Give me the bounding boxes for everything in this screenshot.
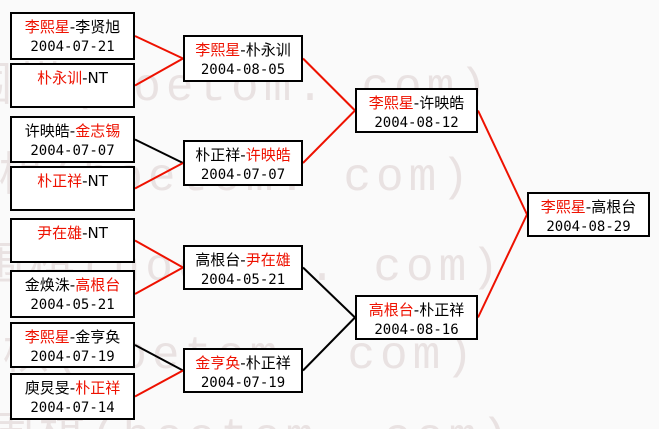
player-name: -朴正祥 xyxy=(240,354,291,372)
connector-r2m3-to-r3m2 xyxy=(302,266,356,319)
match-box-r1m6: 金焕洙-高根台 2004-05-21 xyxy=(10,270,135,318)
player-name: -NT xyxy=(82,172,108,190)
match-players: 金亨奂-朴正祥 xyxy=(195,353,290,373)
player-name: 李熙星 xyxy=(540,198,586,216)
match-box-r2m2: 朴正祥-许映皓 2004-07-07 xyxy=(183,140,303,186)
match-date: 2004-07-14 xyxy=(30,400,115,416)
match-players: 朴正祥-许映皓 xyxy=(195,145,290,165)
connector-r1m1-to-r2m1 xyxy=(134,35,184,60)
match-date: 2004-08-12 xyxy=(374,115,459,131)
match-players: 高根台-尹在雄 xyxy=(195,250,290,270)
player-name: 高根台 xyxy=(368,301,414,319)
player-name: 许映皓 xyxy=(245,146,291,164)
match-date: 2004-05-21 xyxy=(30,297,115,313)
match-box-r1m3: 许映皓-金志锡 2004-07-07 xyxy=(10,116,135,163)
connector-r2m2-to-r3m1 xyxy=(302,109,356,164)
match-box-r1m5: 尹在雄-NT xyxy=(10,218,135,263)
match-players: 朴永训-NT xyxy=(37,68,108,88)
connector-r2m4-to-r3m2 xyxy=(302,316,356,372)
connector-r1m6-to-r2m3 xyxy=(134,266,184,295)
player-name: 朴正祥- xyxy=(195,146,246,164)
match-players: 尹在雄-NT xyxy=(37,223,108,243)
player-name: 朴永训 xyxy=(37,69,83,87)
player-name: 李熙星 xyxy=(368,94,414,112)
player-name: 李熙星 xyxy=(24,328,70,346)
match-box-r2m4: 金亨奂-朴正祥 2004-07-19 xyxy=(183,348,303,393)
connector-r3m2-to-final xyxy=(477,214,528,318)
match-players: 李熙星-许映皓 xyxy=(369,93,464,113)
player-name: 高根台 xyxy=(75,276,121,294)
player-name: -李贤旭 xyxy=(69,18,121,36)
match-date: 2004-08-05 xyxy=(200,62,286,78)
match-players: 许映皓-金志锡 xyxy=(25,121,120,141)
match-box-r2m1: 李熙星-朴永训 2004-08-05 xyxy=(183,35,303,82)
player-name: 金亨奂 xyxy=(195,354,241,372)
match-date: 2004-07-19 xyxy=(30,349,115,365)
match-players: 李熙星-高根台 xyxy=(541,197,636,217)
player-name: 金焕洙- xyxy=(24,276,76,294)
match-date: 2004-08-29 xyxy=(546,219,631,235)
match-players: 李熙星-金亨奂 xyxy=(25,327,120,347)
match-date: 2004-07-19 xyxy=(200,375,286,391)
connector-r3m1-to-final xyxy=(477,110,528,215)
match-box-r1m2: 朴永训-NT xyxy=(10,63,135,108)
connector-r1m7-to-r2m4 xyxy=(134,344,184,372)
player-name: 朴正祥 xyxy=(37,172,83,190)
player-name: -NT xyxy=(82,224,108,242)
player-name: 庾炅旻- xyxy=(24,379,76,397)
player-name: -金亨奂 xyxy=(69,328,121,346)
player-name: 尹在雄 xyxy=(245,251,291,269)
player-name: 朴正祥 xyxy=(75,379,121,397)
match-players: 金焕洙-高根台 xyxy=(25,275,120,295)
match-box-r2m3: 高根台-尹在雄 2004-05-21 xyxy=(183,245,303,290)
match-players: 李熙星-朴永训 xyxy=(195,40,290,60)
connector-r1m3-to-r2m2 xyxy=(134,138,184,164)
player-name: -朴正祥 xyxy=(413,301,465,319)
connector-r1m5-to-r2m3 xyxy=(134,239,184,269)
match-date: 2004-05-21 xyxy=(200,272,286,288)
player-name: 李熙星 xyxy=(24,18,70,36)
match-box-r3m1: 李熙星-许映皓 2004-08-12 xyxy=(355,88,478,133)
match-players: 庾炅旻-朴正祥 xyxy=(25,378,120,398)
match-date: 2004-07-21 xyxy=(30,39,115,55)
player-name: 高根台- xyxy=(195,251,246,269)
player-name: -许映皓 xyxy=(413,94,465,112)
player-name: -高根台 xyxy=(585,198,637,216)
player-name: 李熙星 xyxy=(195,41,241,59)
match-players: 高根台-朴正祥 xyxy=(369,300,464,320)
player-name: 许映皓- xyxy=(24,122,76,140)
match-players: 李熙星-李贤旭 xyxy=(25,17,120,37)
match-date: 2004-08-16 xyxy=(374,322,459,338)
match-box-r1m4: 朴正祥-NT xyxy=(10,166,135,211)
player-name: -朴永训 xyxy=(240,41,291,59)
match-date: 2004-07-07 xyxy=(200,167,286,183)
connector-r2m1-to-r3m1 xyxy=(302,57,356,112)
player-name: 尹在雄 xyxy=(37,224,83,242)
match-box-final: 李熙星-高根台 2004-08-29 xyxy=(527,192,650,237)
match-players: 朴正祥-NT xyxy=(37,171,108,191)
match-box-r1m7: 李熙星-金亨奂 2004-07-19 xyxy=(10,322,135,368)
match-date: 2004-07-07 xyxy=(30,143,115,159)
player-name: -NT xyxy=(82,69,108,87)
match-box-r3m2: 高根台-朴正祥 2004-08-16 xyxy=(355,295,478,340)
connector-r1m4-to-r2m2 xyxy=(134,162,184,190)
match-box-r1m8: 庾炅旻-朴正祥 2004-07-14 xyxy=(10,373,135,420)
match-box-r1m1: 李熙星-李贤旭 2004-07-21 xyxy=(10,12,135,60)
connector-r1m8-to-r2m4 xyxy=(134,369,184,398)
connector-r1m2-to-r2m1 xyxy=(134,57,184,87)
player-name: 金志锡 xyxy=(75,122,121,140)
